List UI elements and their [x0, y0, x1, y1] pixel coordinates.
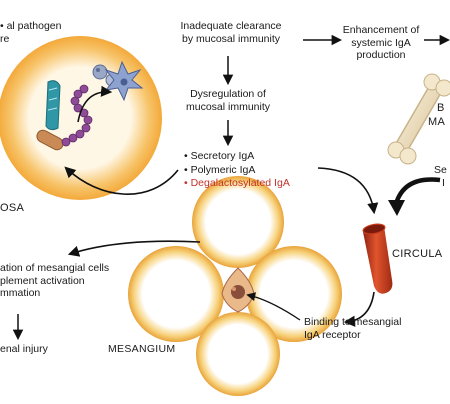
iga-item-polymeric: Polymeric IgA	[184, 164, 290, 178]
pathogen-line-1: al pathogen	[0, 20, 62, 33]
pathogen-line-2: re	[0, 32, 10, 45]
enhancement-label: Enhancement of systemic IgA production	[338, 24, 424, 62]
mesangial-activation-label: ation of mesangial cells plement activat…	[0, 262, 109, 300]
bacteria-chain-icon	[61, 84, 93, 147]
bone-marrow-line-1: B	[437, 102, 445, 114]
mesangial-line-2: plement activation	[0, 274, 85, 287]
mesangium-to-activation-arrow	[67, 240, 201, 257]
dendritic-cell-icon	[104, 60, 144, 102]
clearance-line-2: by mucosal immunity	[181, 32, 281, 45]
enhancement-line-1: Enhancement of	[342, 24, 420, 36]
iga-to-mucosa-arrow	[64, 166, 179, 195]
secretion-label: Se I	[434, 164, 447, 189]
enhancement-line-2: systemic IgA	[351, 36, 411, 49]
mesangial-cell-icon	[128, 176, 342, 396]
bone-marrow-line-2: MA	[428, 116, 446, 128]
enhancement-line-3: production	[356, 49, 406, 61]
circulation-label: CIRCULA	[392, 248, 443, 260]
mesangial-line-3: mmation	[0, 287, 41, 299]
dysregulation-label: Dysregulation of mucosal immunity	[176, 88, 280, 113]
iga-list: Secretory IgA Polymeric IgA Degalactosyl…	[184, 150, 290, 191]
mesangial-line-1: ation of mesangial cells	[0, 262, 110, 274]
dysregulation-line-1: Dysregulation of	[190, 88, 266, 100]
mesangium-label: MESANGIUM	[108, 343, 176, 355]
marrow-to-circulation-arrow	[393, 177, 441, 205]
iga-to-circulation-arrow	[317, 167, 379, 215]
receptor-pointer	[246, 292, 301, 321]
mucosal-cell-icon	[0, 36, 162, 200]
receptor-label: Binding to mesangial IgA receptor	[304, 316, 401, 341]
iga-item-secretory: Secretory IgA	[184, 150, 290, 164]
dysregulation-line-2: mucosal immunity	[185, 100, 271, 113]
blood-vessel-icon	[362, 223, 393, 294]
bone-marrow-label: B	[437, 102, 445, 115]
mucosa-label: OSA	[0, 202, 25, 214]
pathogen-label: al pathogen re	[0, 20, 61, 45]
iga-item-degalactosylated: Degalactosylated IgA	[184, 177, 290, 191]
receptor-line-2: IgA receptor	[304, 328, 361, 341]
renal-injury-label: enal injury	[0, 343, 48, 355]
receptor-line-1: Binding to mesangial	[304, 316, 402, 328]
bone-marrow-label-2: MA	[428, 116, 445, 129]
secretion-line-1: Se	[434, 164, 447, 176]
secretion-line-2: I	[442, 176, 445, 189]
circulation-to-receptor-arrow	[343, 291, 375, 327]
bone-icon	[387, 73, 450, 165]
bacillus-icon	[36, 80, 64, 151]
uptake-arrow	[77, 85, 113, 123]
clearance-label: Inadequate clearance by mucosal immunity	[172, 20, 290, 45]
clearance-line-1: Inadequate clearance	[180, 20, 282, 32]
marrow-to-circulation-arrowhead	[388, 200, 405, 216]
